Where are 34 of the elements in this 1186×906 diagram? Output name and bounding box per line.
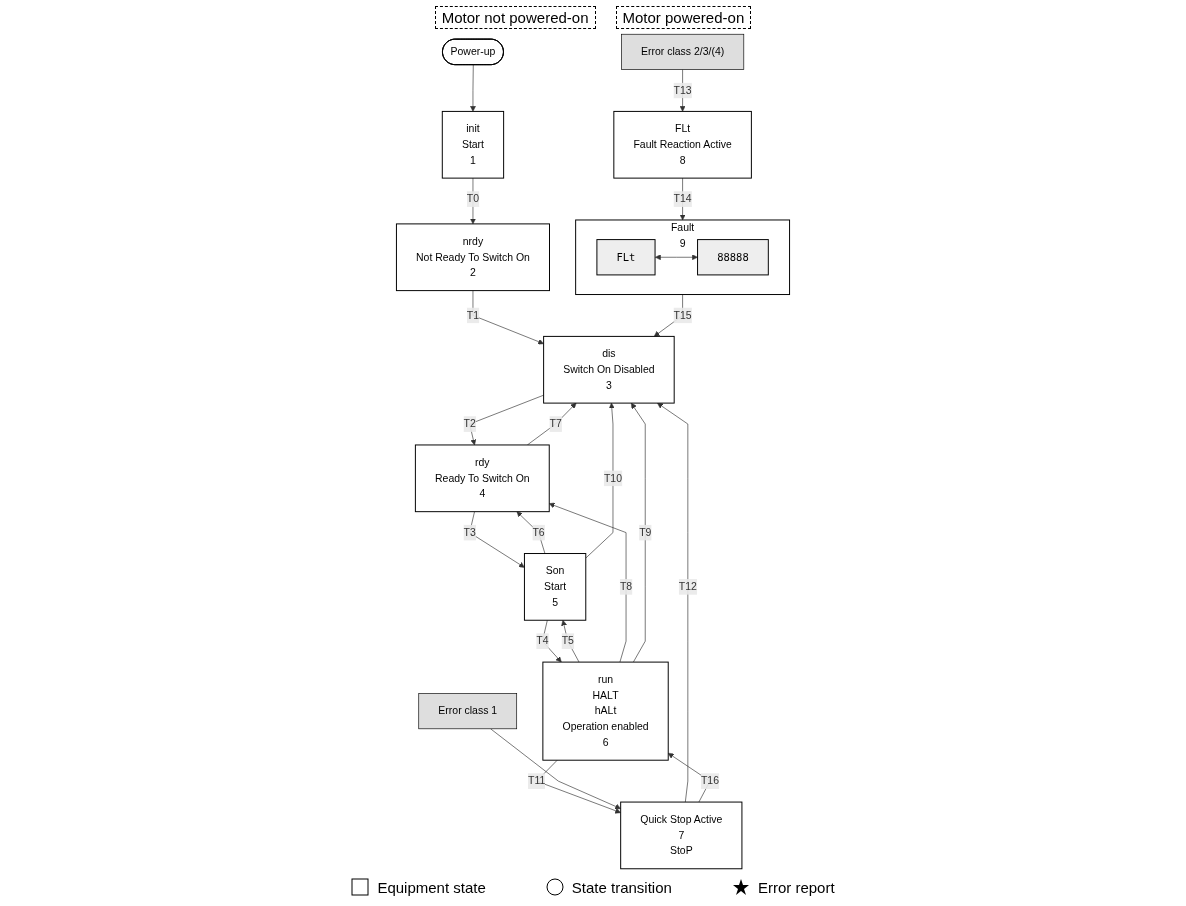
edge-label: T2 (463, 418, 476, 430)
node-box: Son Start 5 (523, 553, 587, 621)
node-box: Quick Stop Active 7 StoP (620, 801, 743, 870)
region-label: Motor powered-on (615, 6, 752, 29)
edge-label: T6 (532, 526, 545, 538)
edge-label: T13 (673, 84, 692, 96)
edge-label: T16 (700, 775, 719, 787)
edge-label: T1 (466, 309, 480, 321)
node-box: run HALT hALt Operation enabled 6 (542, 661, 669, 761)
edge-label: T5 (561, 635, 574, 647)
node-box: 88888 (697, 239, 769, 276)
node-box: Error class 1 (418, 693, 518, 730)
legend-label: Equipment state (377, 878, 486, 896)
node-box: dis Switch On Disabled 3 (543, 335, 675, 404)
edge-label: T11 (528, 775, 546, 787)
node-box: Error class 2/3/(4) (621, 33, 745, 70)
edge-label: T9 (639, 526, 652, 538)
node-box: FLt Fault Reaction Active 8 (613, 110, 752, 179)
node-box: rdy Ready To Switch On 4 (414, 444, 550, 513)
edge-label: T12 (678, 581, 697, 593)
legend-label: State transition (571, 878, 672, 896)
edge-label: T4 (536, 635, 549, 647)
node-box: nrdy Not Ready To Switch On 2 (395, 223, 550, 292)
edge-label: T10 (603, 472, 622, 484)
edge-label: T7 (549, 418, 562, 430)
node-box: init Start 1 (441, 110, 505, 179)
edge-label: T8 (619, 581, 633, 593)
edge-label: T0 (466, 193, 480, 205)
region-label: Motor not powered-on (434, 6, 596, 29)
edge-label: T15 (673, 309, 692, 321)
legend-label: Error report (757, 878, 835, 896)
edge-label: T3 (463, 526, 476, 538)
edge-label: T14 (673, 193, 692, 205)
node-box: FLt (596, 239, 656, 276)
